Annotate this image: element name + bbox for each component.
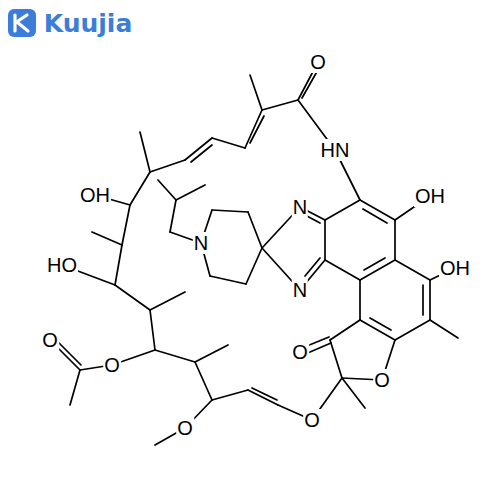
bond-line <box>370 318 391 330</box>
atom-label: N <box>292 279 308 301</box>
atom-label: O <box>303 409 321 431</box>
bond-line <box>250 116 264 143</box>
bond-group <box>50 62 458 445</box>
bond-line <box>395 260 430 280</box>
bond-line <box>330 340 342 378</box>
bond-line <box>248 212 262 248</box>
bond-line <box>115 245 122 285</box>
bond-line <box>394 220 396 260</box>
atom-label: HN <box>320 139 351 161</box>
bond-line <box>212 390 248 400</box>
atom-label: N <box>193 232 209 254</box>
atom-label: O <box>41 329 59 351</box>
bond-line <box>325 260 360 280</box>
bond-line <box>150 310 155 350</box>
bond-line <box>252 388 277 400</box>
bond-line <box>250 75 262 110</box>
bond-line <box>330 320 360 340</box>
bond-line <box>158 180 176 200</box>
bond-line <box>305 258 320 276</box>
bond-line <box>212 138 245 148</box>
bond-line <box>115 285 150 310</box>
bond-line <box>155 350 195 362</box>
kuujia-logo <box>8 9 36 37</box>
atom-label: O <box>373 369 391 391</box>
atom-label: O <box>309 51 327 73</box>
atom-label: OH <box>439 257 471 279</box>
bond-line <box>70 370 80 405</box>
bond-line <box>364 258 385 270</box>
atom-label: O <box>176 417 194 439</box>
bond-line <box>92 232 122 245</box>
bond-line <box>191 145 212 162</box>
bond-line <box>430 320 458 338</box>
bond-line <box>363 209 387 223</box>
bond-line <box>150 160 185 172</box>
bond-line <box>170 200 176 232</box>
bond-line <box>195 362 212 400</box>
bond-line <box>130 172 150 205</box>
bond-line <box>195 345 228 362</box>
bond-line <box>422 285 424 315</box>
atom-label: O <box>291 341 309 363</box>
atom-label: N <box>292 196 308 218</box>
bond-line <box>359 280 361 320</box>
bond-line <box>212 210 248 212</box>
bond-line <box>395 320 430 340</box>
bond-line <box>58 342 81 365</box>
watermark: Kuujia <box>44 11 133 36</box>
atom-label: OH <box>414 185 446 207</box>
bond-line <box>140 132 150 172</box>
atom-label: HO <box>46 254 78 276</box>
bond-line <box>342 378 365 408</box>
bond-line <box>210 276 246 284</box>
bond-line <box>122 205 130 245</box>
atom-label: O <box>103 354 121 376</box>
bond-line <box>150 292 185 310</box>
bond-line <box>245 110 262 148</box>
bond-line <box>429 280 431 320</box>
bond-line <box>262 100 298 110</box>
bond-line <box>325 200 360 220</box>
bond-line <box>176 185 205 200</box>
atom-label: OH <box>79 184 111 206</box>
bond-line <box>246 248 262 284</box>
bond-line <box>324 220 326 260</box>
